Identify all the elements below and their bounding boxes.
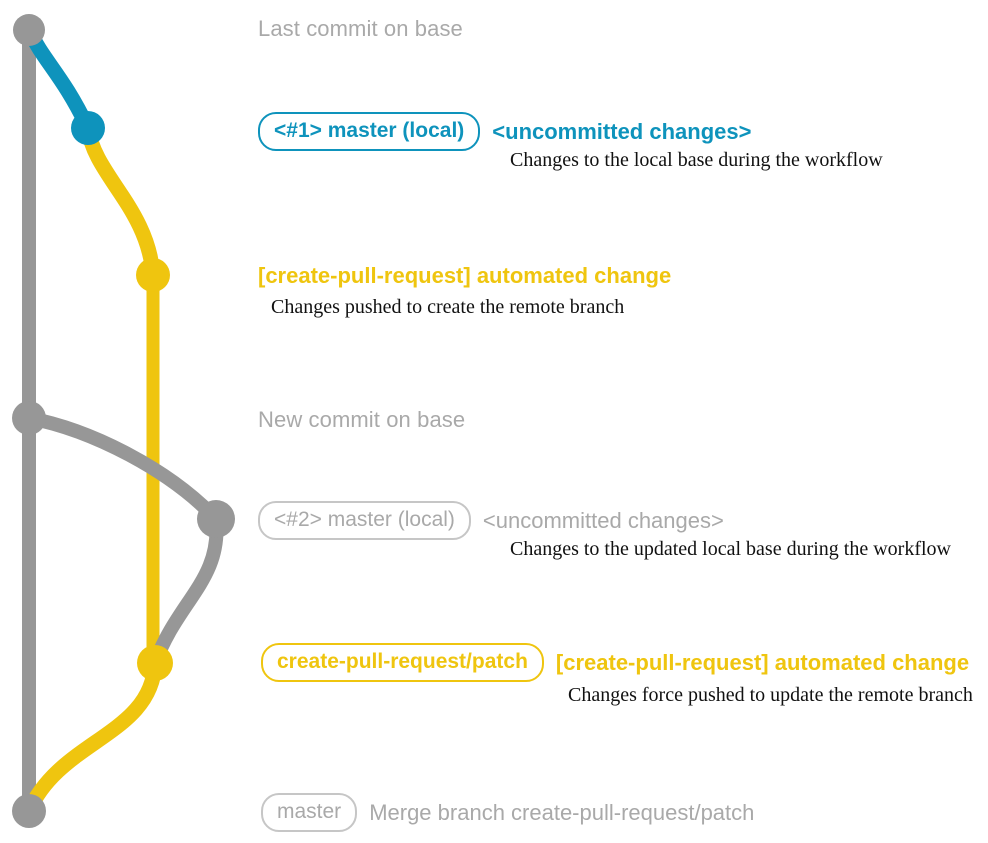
last-commit-on-base-label: Last commit on base bbox=[258, 16, 463, 41]
blue-branch-line bbox=[21, 22, 96, 136]
node-patch-commit-1 bbox=[136, 258, 170, 292]
merge-commit-label: Merge branch create-pull-request/patch bbox=[369, 799, 755, 825]
row-last-commit-on-base: Last commit on base bbox=[258, 16, 463, 42]
automated-change-label-2: [create-pull-request] automated change bbox=[555, 649, 970, 675]
yellow-merge-line bbox=[21, 655, 163, 819]
commit-graph bbox=[12, 14, 235, 828]
gray-branch-local2-to-patch2 bbox=[148, 512, 224, 670]
local-change-1-description: Changes to the local base during the wor… bbox=[510, 149, 883, 171]
local-change-2-description: Changes to the updated local base during… bbox=[510, 538, 951, 560]
automated-change-1-description: Changes pushed to create the remote bran… bbox=[271, 296, 625, 318]
badge-master-local-1[interactable]: <#1> master (local) bbox=[258, 112, 481, 152]
badge-create-pull-request-patch[interactable]: create-pull-request/patch bbox=[261, 643, 544, 683]
node-patch-commit-2 bbox=[137, 645, 173, 681]
node-merge-commit bbox=[12, 794, 46, 828]
uncommitted-changes-label-2: <uncommitted changes> bbox=[482, 507, 724, 533]
row-new-commit-on-base: New commit on base bbox=[258, 407, 465, 433]
row-local-change-1: <#1> master (local) <uncommitted changes… bbox=[258, 112, 752, 152]
new-commit-on-base-label: New commit on base bbox=[258, 407, 466, 432]
gray-branch-to-local2 bbox=[22, 411, 223, 526]
badge-master-local-2[interactable]: <#2> master (local) bbox=[258, 501, 471, 541]
node-base-commit-1 bbox=[13, 14, 45, 46]
row-merge-commit: master Merge branch create-pull-request/… bbox=[261, 793, 755, 833]
automated-change-label-1: [create-pull-request] automated change bbox=[258, 263, 672, 288]
node-base-commit-2 bbox=[12, 401, 46, 435]
uncommitted-changes-label-1: <uncommitted changes> bbox=[492, 118, 752, 144]
row-automated-change-1: [create-pull-request] automated change bbox=[258, 263, 671, 289]
node-local-commit-1 bbox=[71, 111, 105, 145]
node-local-commit-2 bbox=[197, 500, 235, 538]
badge-master[interactable]: master bbox=[261, 793, 358, 833]
row-automated-change-2: create-pull-request/patch [create-pull-r… bbox=[261, 643, 970, 683]
row-local-change-2: <#2> master (local) <uncommitted changes… bbox=[258, 501, 724, 541]
automated-change-2-description: Changes force pushed to update the remot… bbox=[568, 684, 973, 706]
yellow-branch-upper bbox=[80, 120, 161, 283]
